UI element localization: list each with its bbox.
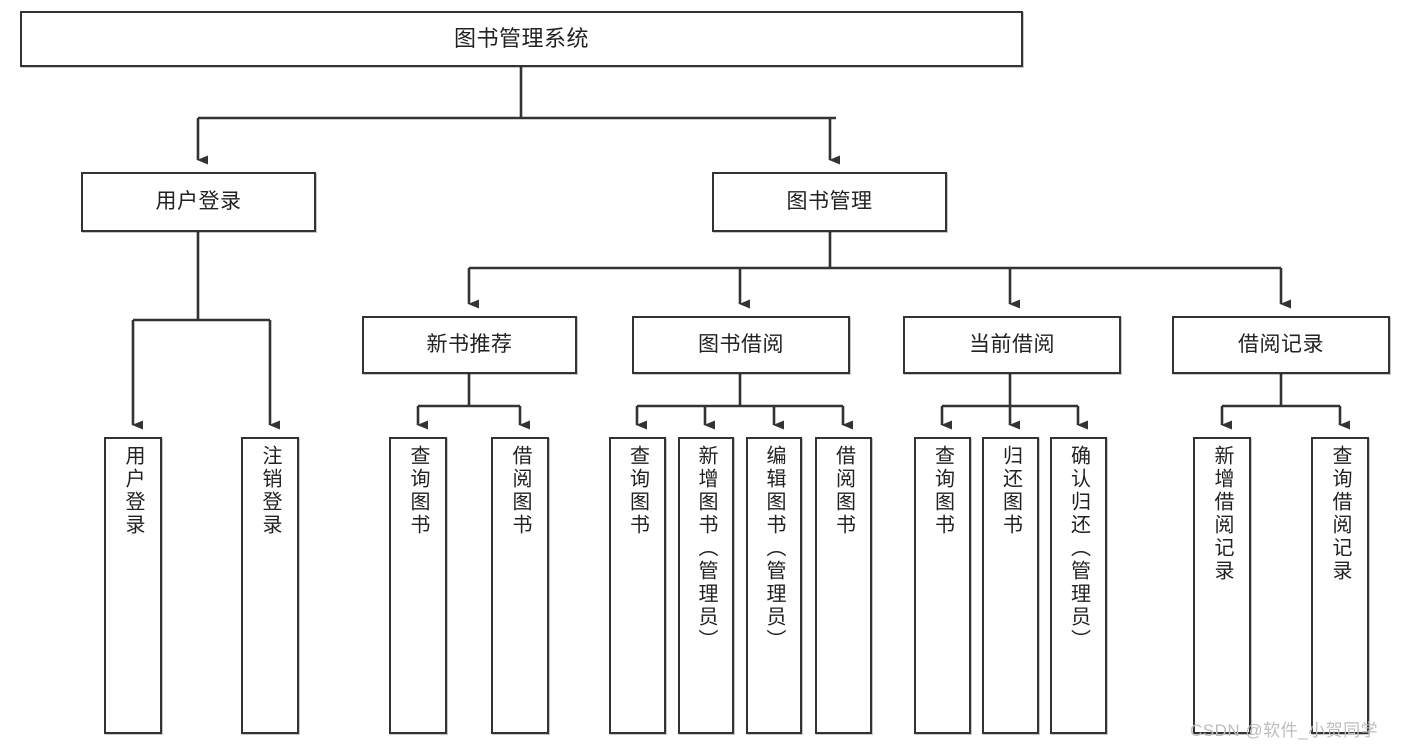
node-root-book-management-system[interactable]: 图书管理系统: [20, 11, 1023, 67]
node-label: 图书管理: [786, 190, 873, 214]
node-borrowing-records[interactable]: 借阅记录: [1172, 316, 1390, 374]
leaf-query-book-recommend[interactable]: 查询图书: [389, 437, 447, 734]
node-current-borrowing[interactable]: 当前借阅: [903, 316, 1121, 374]
node-label: 查询借阅记录: [1329, 445, 1351, 583]
connector-lines: [131, 67, 1350, 430]
leaf-borrow-book-recommend[interactable]: 借阅图书: [491, 437, 549, 734]
node-label: 确认归还（管理员）: [1067, 445, 1090, 652]
node-label: 查询图书: [931, 445, 954, 537]
leaf-query-borrow-record[interactable]: 查询借阅记录: [1311, 437, 1369, 734]
node-label: 图书借阅: [698, 333, 784, 357]
node-label: 借阅图书: [509, 445, 531, 537]
node-label: 新增图书（管理员）: [695, 445, 717, 652]
leaf-query-book-current[interactable]: 查询图书: [914, 437, 971, 734]
node-new-book-recommendation[interactable]: 新书推荐: [362, 316, 577, 374]
node-label: 查询图书: [407, 445, 429, 537]
leaf-borrow-book[interactable]: 借阅图书: [815, 437, 872, 734]
node-book-management[interactable]: 图书管理: [712, 172, 947, 232]
node-label: 查询图书: [626, 445, 649, 537]
node-label: 借阅记录: [1238, 333, 1324, 357]
node-label: 新增借阅记录: [1211, 445, 1233, 583]
node-label: 新书推荐: [426, 333, 513, 357]
node-label: 归还图书: [999, 445, 1022, 537]
leaf-return-book[interactable]: 归还图书: [982, 437, 1039, 734]
node-label: 注销登录: [259, 445, 281, 537]
node-label: 图书管理系统: [453, 25, 589, 51]
node-label: 编辑图书（管理员）: [763, 445, 785, 652]
node-user-login[interactable]: 用户登录: [81, 172, 316, 232]
leaf-edit-book-admin[interactable]: 编辑图书（管理员）: [746, 437, 802, 734]
leaf-add-book-admin[interactable]: 新增图书（管理员）: [678, 437, 734, 734]
node-label: 当前借阅: [969, 333, 1055, 357]
leaf-logout[interactable]: 注销登录: [241, 437, 299, 734]
node-label: 借阅图书: [832, 445, 855, 537]
node-book-borrowing[interactable]: 图书借阅: [632, 316, 850, 374]
leaf-confirm-return-admin[interactable]: 确认归还（管理员）: [1050, 437, 1107, 734]
leaf-add-borrow-record[interactable]: 新增借阅记录: [1193, 437, 1251, 734]
leaf-query-book-borrow[interactable]: 查询图书: [609, 437, 666, 734]
node-label: 用户登录: [155, 190, 242, 214]
leaf-user-login[interactable]: 用户登录: [104, 437, 162, 734]
node-label: 用户登录: [122, 445, 144, 537]
